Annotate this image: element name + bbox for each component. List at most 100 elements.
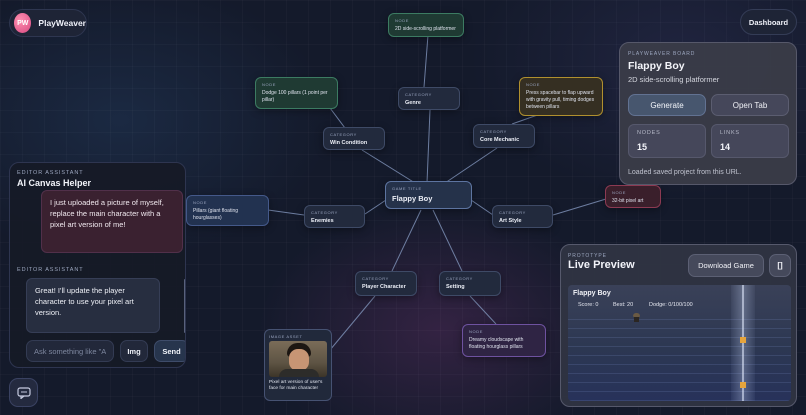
game-canvas[interactable]: Flappy Boy Score: 0 Best: 20 Dodge: 0/10… (568, 285, 791, 401)
edge-title-setting (432, 209, 463, 272)
brand[interactable]: PW PlayWeaver (9, 9, 87, 37)
edge-title-enemies (364, 199, 387, 215)
node-text: Pillars (giant floating hourglasses) (193, 208, 239, 221)
playweaver-logo-icon: PW (14, 13, 32, 33)
node-category-enemies[interactable]: CATEGORY Enemies (304, 205, 365, 228)
send-button[interactable]: Send (154, 340, 185, 362)
node-label: Win Condition (330, 140, 368, 146)
node-tag: IMAGE ASSET (269, 334, 303, 339)
node-tag: NODE (526, 82, 540, 87)
node-category-core-mechanic[interactable]: CATEGORY Core Mechanic (473, 124, 535, 148)
node-tag: CATEGORY (446, 276, 473, 281)
generate-button[interactable]: Generate (628, 94, 706, 116)
panel-tag: EDITOR ASSISTANT (17, 170, 84, 176)
edge-genre-value (423, 34, 429, 88)
chat-scrollbar[interactable] (184, 279, 185, 333)
edge-enemies-value (267, 209, 305, 216)
pillar-block-bottom (740, 382, 746, 388)
node-label: Core Mechanic (480, 137, 520, 143)
pillar-block-top (740, 337, 746, 343)
edge-title-win (361, 149, 416, 184)
node-text: 2D side-scrolling platformer (395, 26, 456, 32)
node-label: Art Style (499, 218, 522, 224)
node-text: 32-bit pixel art (612, 198, 644, 204)
user-photo (269, 341, 327, 377)
edge-title-player (391, 209, 422, 272)
node-tag: CATEGORY (405, 92, 432, 97)
node-text: Pixel art version of user's face for mai… (269, 380, 323, 392)
node-game-title[interactable]: GAME TITLE Flappy Boy (385, 181, 472, 209)
dashboard-button[interactable]: Dashboard (740, 9, 797, 35)
edge-setting-value (469, 295, 497, 325)
game-title: Flappy Boy (573, 290, 611, 297)
editor-assistant-panel: EDITOR ASSISTANT AI Canvas Helper I just… (9, 162, 186, 368)
node-tag: NODE (262, 82, 276, 87)
node-tag: NODE (193, 200, 207, 205)
dodge-text: Dodge: 0/100/100 (649, 302, 693, 308)
open-tab-button[interactable]: Open Tab (711, 94, 789, 116)
node-label: Flappy Boy (392, 194, 433, 203)
node-art-value[interactable]: NODE 32-bit pixel art (605, 185, 661, 208)
node-label: Setting (446, 284, 465, 290)
node-tag: CATEGORY (499, 210, 526, 215)
node-text: Dreamy cloudscape with floating hourglas… (469, 337, 524, 350)
nodes-stat: NODES 15 (628, 124, 706, 158)
node-tag: CATEGORY (311, 210, 338, 215)
node-tag: CATEGORY (330, 132, 357, 137)
node-label: Enemies (311, 218, 334, 224)
chat-toggle-button[interactable] (9, 378, 38, 407)
node-tag: NODE (612, 190, 626, 195)
fullscreen-button[interactable]: [] (769, 254, 791, 277)
stat-value: 15 (637, 142, 648, 152)
game-background (568, 319, 791, 401)
node-tag: NODE (395, 18, 409, 23)
node-tag: GAME TITLE (392, 186, 422, 191)
node-setting-value[interactable]: NODE Dreamy cloudscape with floating hou… (462, 324, 546, 357)
chat-icon (16, 386, 31, 399)
links-stat: LINKS 14 (711, 124, 789, 158)
node-image-asset[interactable]: IMAGE ASSET Pixel art version of user's … (264, 329, 332, 401)
panel-title: AI Canvas Helper (17, 178, 92, 188)
panel-tag: PROTOTYPE (568, 253, 607, 259)
stat-label: NODES (637, 130, 661, 136)
edge-player-image (329, 295, 376, 351)
node-win-value[interactable]: NODE Dodge 100 pillars (1 point per pill… (255, 77, 338, 109)
score-text: Score: 0 (578, 302, 599, 308)
node-category-player-character[interactable]: CATEGORY Player Character (355, 271, 417, 296)
node-enemies-value[interactable]: NODE Pillars (giant floating hourglasses… (186, 195, 269, 226)
edge-title-genre (426, 109, 431, 184)
edge-title-art (470, 199, 494, 216)
assistant-message: Great! I'll update the player character … (26, 278, 160, 333)
node-genre-value[interactable]: NODE 2D side-scrolling platformer (388, 13, 464, 37)
edge-title-core (444, 147, 498, 184)
node-core-value[interactable]: NODE Press spacebar to flap upward with … (519, 77, 603, 116)
node-label: Genre (405, 100, 421, 106)
user-message: I just uploaded a picture of myself, rep… (41, 190, 183, 253)
live-preview-panel: PROTOTYPE Live Preview Download Game [] … (560, 244, 797, 407)
panel-tag: PLAYWEAVER BOARD (628, 51, 696, 57)
brand-name: PlayWeaver (38, 18, 86, 28)
node-category-art-style[interactable]: CATEGORY Art Style (492, 205, 553, 228)
node-text: Dodge 100 pillars (1 point per pillar) (262, 90, 328, 103)
chat-input[interactable] (26, 340, 114, 362)
node-tag: NODE (469, 329, 483, 334)
best-text: Best: 20 (613, 302, 634, 308)
node-category-setting[interactable]: CATEGORY Setting (439, 271, 501, 296)
preview-title: Live Preview (568, 259, 635, 271)
image-upload-button[interactable]: Img (120, 340, 148, 362)
node-label: Player Character (362, 284, 406, 290)
board-subtitle: 2D side-scrolling platformer (628, 75, 720, 84)
node-category-genre[interactable]: CATEGORY Genre (398, 87, 460, 110)
node-tag: CATEGORY (480, 129, 507, 134)
node-tag: CATEGORY (362, 276, 389, 281)
status-text: Loaded saved project from this URL. (628, 169, 742, 176)
pillar-beam-core (742, 285, 744, 401)
edge-art-value (552, 198, 607, 216)
node-category-win-condition[interactable]: CATEGORY Win Condition (323, 127, 385, 150)
download-game-button[interactable]: Download Game (688, 254, 764, 277)
player-sprite (633, 313, 640, 322)
reply-tag: EDITOR ASSISTANT (17, 267, 84, 273)
board-panel: PLAYWEAVER BOARD Flappy Boy 2D side-scro… (619, 42, 797, 185)
node-text: Press spacebar to flap upward with gravi… (526, 90, 595, 110)
